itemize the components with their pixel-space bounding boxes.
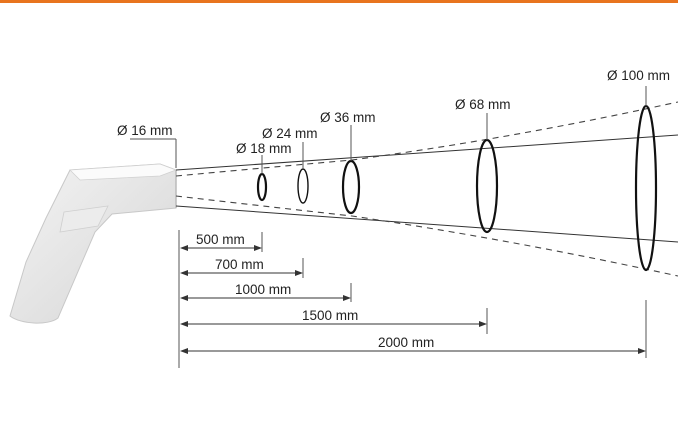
distance-arrows [180,245,646,354]
spot-ellipse-1000 [341,159,361,215]
reference-lines [178,230,647,368]
spot-ellipse-2000 [634,104,658,272]
distance-arrow-2000 [180,348,646,354]
distance-arrow-1000 [180,295,351,301]
beam-outer-lines [175,134,678,243]
spot-ellipses [256,104,658,272]
spot-label-36: Ø 36 mm [320,110,376,125]
spot-label-100: Ø 100 mm [607,68,670,83]
spot-ellipse-1500 [475,138,499,234]
distance-arrow-1500 [180,321,487,327]
spot-ellipse-700 [297,168,309,204]
distance-label-1000: 1000 mm [235,282,291,297]
distance-arrow-700 [180,270,303,276]
distance-label-2000: 2000 mm [378,335,434,350]
ir-thermometer-icon [9,163,178,324]
distance-label-1500: 1500 mm [302,308,358,323]
beam-dashed-lines [175,101,678,277]
accent-bar [0,0,678,3]
spot-label-16: Ø 16 mm [117,123,173,138]
distance-arrow-500 [180,245,262,251]
distance-label-500: 500 mm [196,232,245,247]
distance-labels: 500 mm 700 mm 1000 mm 1500 mm 2000 mm [196,232,434,350]
spot-ellipse-500 [256,172,268,202]
distance-label-700: 700 mm [215,257,264,272]
label-leaders [130,86,647,174]
spot-labels: Ø 16 mm Ø 18 mm Ø 24 mm Ø 36 mm Ø 68 mm … [117,68,670,156]
spot-label-18: Ø 18 mm [236,141,292,156]
spot-label-68: Ø 68 mm [455,97,511,112]
spot-label-24: Ø 24 mm [262,126,318,141]
